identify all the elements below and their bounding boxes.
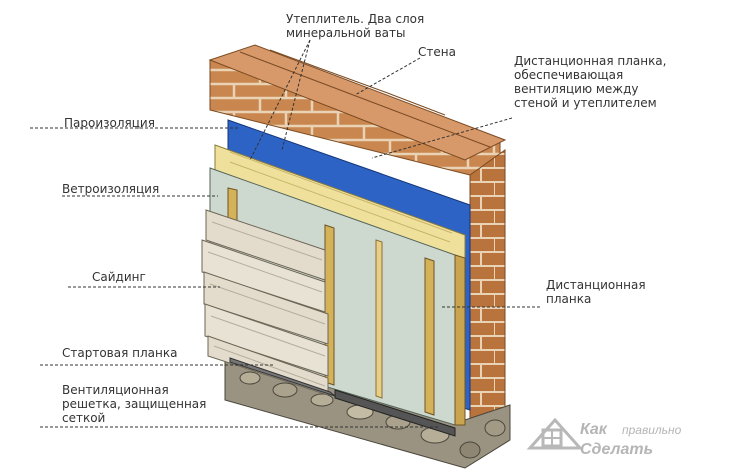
leader-lines xyxy=(30,39,540,428)
label-spacer-vent: Дистанционная планка, обеспечивающая вен… xyxy=(514,54,667,110)
label-spacer: Дистанционная планка xyxy=(546,278,646,306)
logo-line2: Сделать xyxy=(580,441,653,458)
logo-line1: Как xyxy=(580,421,608,438)
label-siding: Сайдинг xyxy=(92,270,146,284)
vent-grille-element xyxy=(334,389,456,437)
spacer-planks xyxy=(227,187,466,426)
label-vapor-barrier: Пароизоляция xyxy=(64,116,155,130)
label-wall: Стена xyxy=(418,45,456,59)
label-starter-strip: Стартовая планка xyxy=(62,346,178,360)
siding-panels xyxy=(201,209,329,396)
site-logo: Как правильно Сделать xyxy=(526,417,682,458)
label-insulation: Утеплитель. Два слоя минеральной ваты xyxy=(286,12,425,40)
label-vent-grille: Вентиляционная решетка, защищенная сетко… xyxy=(62,383,207,425)
label-wind-barrier: Ветроизоляция xyxy=(62,182,160,196)
brick-wall xyxy=(208,44,507,462)
logo-line1b: правильно xyxy=(622,423,682,437)
stone-foundation xyxy=(224,359,511,469)
